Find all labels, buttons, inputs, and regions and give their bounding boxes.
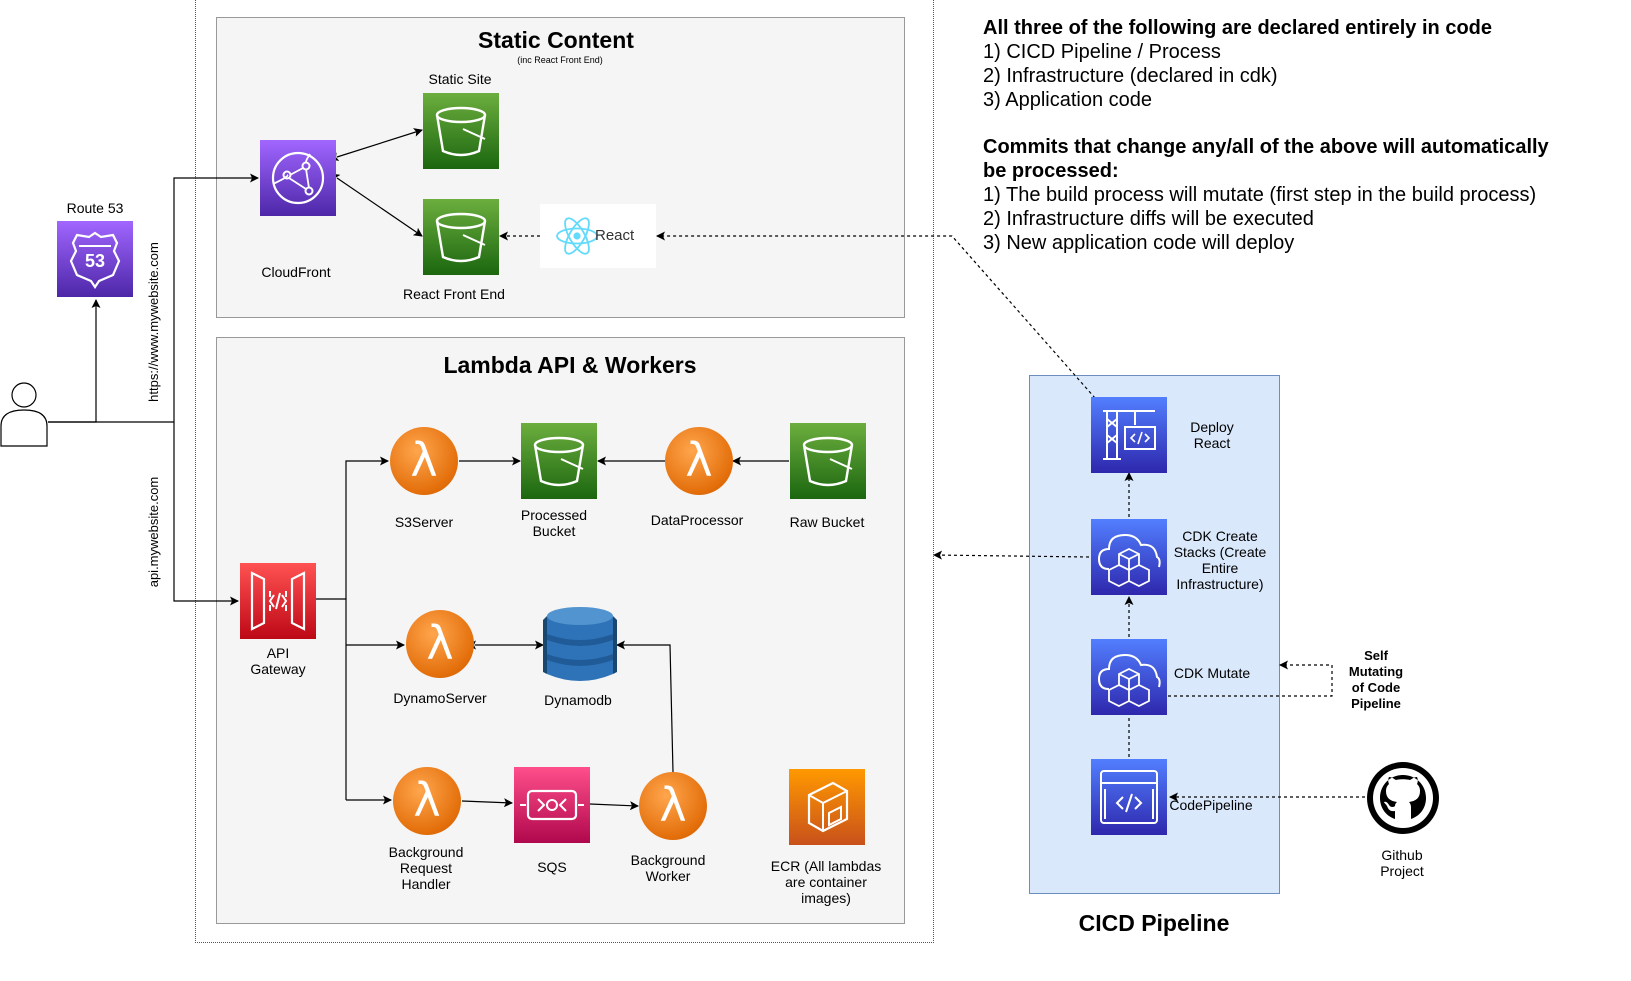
raw-bucket-icon [790, 423, 866, 499]
cloudfront-icon [260, 140, 336, 216]
sqs-label: SQS [537, 859, 567, 875]
bg-request-handler-label: Background Request Handler [388, 844, 464, 892]
codepipeline-label: CodePipeline [1169, 797, 1253, 813]
main-dotted-frame [195, 0, 934, 943]
dynamodb-label: Dynamodb [544, 692, 612, 708]
processed-bucket-icon [521, 423, 597, 499]
notes-list-1-item: 3) Application code [983, 89, 1153, 111]
raw-bucket-label: Raw Bucket [789, 514, 865, 530]
notes-list-1-item: 1) CICD Pipeline / Process [983, 41, 1221, 63]
cicd-title: CICD Pipeline [1078, 910, 1230, 936]
s3server-lambda-icon: λ [390, 427, 458, 495]
dynamoserver-lambda-icon: λ [406, 610, 474, 678]
user-icon [0, 382, 48, 447]
edge-apigw-s3server [345, 456, 389, 599]
cloudfront-label: CloudFront [261, 264, 331, 280]
react-logo-label: React [595, 227, 635, 244]
route53-badge: 53 [84, 251, 106, 271]
edge-apigw-trunk [316, 598, 347, 800]
static-content-title: Static Content [478, 27, 634, 53]
api-gateway-label: API Gateway [250, 645, 306, 677]
bg-worker-label: Background Worker [630, 852, 706, 884]
processed-bucket-label: Processed Bucket [520, 507, 588, 539]
edge-sqs-worker [589, 801, 639, 811]
notes-block: All three of the following are declared … [983, 16, 1573, 255]
dynamodb-icon [543, 607, 617, 681]
static-content-subtitle: (inc React Front End) [517, 55, 603, 65]
api-gateway-icon [240, 563, 316, 639]
dataprocessor-lambda-icon: λ [665, 427, 733, 495]
edge-cf-react [330, 173, 423, 237]
bg-worker-lambda-icon: λ [639, 772, 707, 840]
self-mutating-label: Self Mutating of Code Pipeline [1348, 648, 1404, 711]
notes-list-1-item: 2) Infrastructure (declared in cdk) [983, 65, 1278, 87]
ecr-label: ECR (All lambdas are container images) [770, 858, 882, 906]
edge-user-apigw [173, 422, 239, 606]
edge-user-cloudfront [173, 173, 259, 422]
cdk-mutate-icon [1091, 639, 1167, 715]
github-icon [1367, 762, 1439, 834]
edge-worker-dynamodb [616, 640, 674, 773]
cdk-create-icon [1091, 519, 1167, 595]
edge-user-route53 [48, 299, 101, 423]
ecr-icon [789, 769, 865, 845]
bg-request-handler-lambda-icon: λ [393, 767, 461, 835]
notes-list-2-item: 2) Infrastructure diffs will be executed [983, 208, 1314, 230]
cdk-mutate-label: CDK Mutate [1173, 665, 1251, 681]
dynamoserver-label: DynamoServer [393, 690, 487, 706]
notes-list-2-item: 1) The build process will mutate (first … [983, 184, 1537, 206]
sqs-icon [514, 767, 590, 843]
react-front-end-bucket-icon [423, 199, 499, 275]
edge-deploy-react [656, 231, 1096, 399]
route53-icon: 53 [57, 221, 133, 297]
react-logo-box: React [540, 204, 656, 268]
deploy-react-label: Deploy React [1190, 419, 1234, 451]
edge-bgreq-sqs [461, 798, 513, 808]
edge-label-api: api.mywebsite.com [146, 476, 161, 588]
github-label: Github Project [1380, 847, 1424, 879]
edge-label-www: https://www.mywebsite.com [146, 242, 161, 402]
lambda-api-title: Lambda API & Workers [443, 352, 697, 378]
dataprocessor-label: DataProcessor [650, 512, 744, 528]
codepipeline-icon [1091, 759, 1167, 835]
static-site-bucket-icon [423, 93, 499, 169]
edge-cdkcreate-infra [933, 550, 1090, 560]
static-site-label: Static Site [428, 71, 492, 87]
deploy-react-icon [1091, 397, 1167, 473]
notes-heading-1: All three of the following are declared … [983, 17, 1492, 39]
react-front-end-label: React Front End [403, 286, 505, 302]
notes-heading-2: Commits that change any/all of the above… [983, 136, 1549, 182]
cdk-create-label: CDK Create Stacks (Create Entire Infrast… [1173, 528, 1267, 592]
react-icon [556, 217, 598, 255]
notes-list-2-item: 3) New application code will deploy [983, 232, 1295, 254]
edge-cf-static [329, 128, 423, 161]
route53-label: Route 53 [66, 200, 124, 216]
s3server-label: S3Server [394, 514, 454, 530]
